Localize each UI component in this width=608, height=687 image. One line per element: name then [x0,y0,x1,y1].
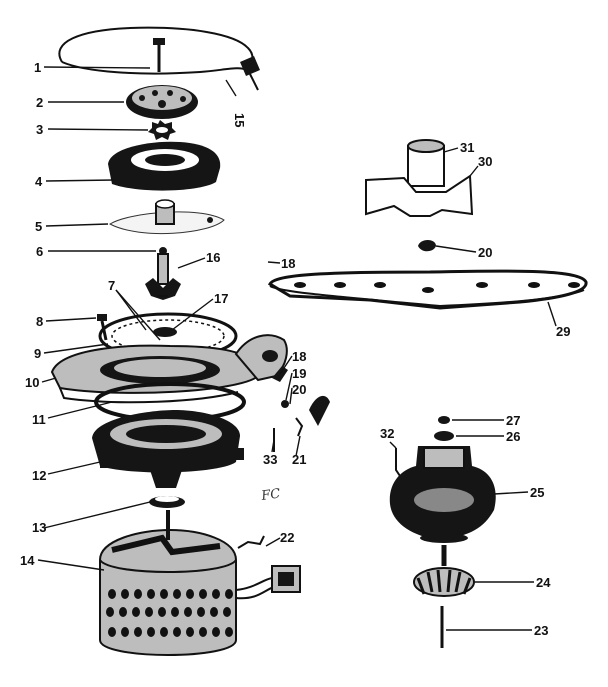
vent-hole [132,607,140,617]
vent-hole [119,607,127,617]
callout-31: 31 [460,140,474,155]
spray-cap [407,139,445,187]
part-callouts: 1 2 3 4 5 6 7 8 9 10 11 12 13 14 15 16 1… [20,60,570,638]
vent-hole [225,589,233,599]
callout-33: 33 [263,452,277,467]
vent-hole [184,607,192,617]
vent-hole [158,607,166,617]
spray-hole [528,282,540,288]
callout-13: 13 [32,520,46,535]
vent-hole [147,589,155,599]
vent-hole [160,627,168,637]
handwritten-mark: FC [259,486,281,504]
callout-3: 3 [36,122,43,137]
motor [99,510,237,656]
callout-22: 22 [280,530,294,545]
switch-parts [272,366,330,452]
wire-harness [58,26,260,91]
callout-27: 27 [506,413,520,428]
callout-1: 1 [34,60,41,75]
vent-hole [171,607,179,617]
spray-arm-holes [294,282,580,293]
callout-23: 23 [534,623,548,638]
spray-hole [374,282,386,288]
callout-5: 5 [35,219,42,234]
spray-hole [568,282,580,288]
vent-hole [173,627,181,637]
callout-2: 2 [36,95,43,110]
callout-16: 16 [206,250,220,265]
callout-12: 12 [32,468,46,483]
motor-seal [149,496,185,508]
washer-upper [438,416,450,424]
callout-32: 32 [380,426,394,441]
callout-15: 15 [232,113,247,127]
motor-mount [92,410,244,488]
vent-hole [225,627,233,637]
spray-arm-nut [418,240,436,252]
callout-9: 9 [34,346,41,361]
vent-hole [121,589,129,599]
pump-housing [50,334,288,404]
callout-17: 17 [214,291,228,306]
screw-top [153,38,165,72]
callout-8: 8 [36,314,43,329]
callout-18-arm: 18 [281,256,295,271]
vent-hole [134,589,142,599]
mounting-bolt [97,314,108,341]
callout-29: 29 [556,324,570,339]
vent-hole [108,627,116,637]
vent-hole [121,627,129,637]
vent-hole [173,589,181,599]
motor-lead-wires [235,535,301,600]
vent-hole [186,589,194,599]
callout-20-switch: 20 [292,382,306,397]
spray-hole [294,282,306,288]
pump-body [389,446,496,543]
vent-hole [223,607,231,617]
spray-hole [476,282,488,288]
callout-21: 21 [292,452,306,467]
spray-hole [334,282,346,288]
pump-plate [108,199,225,235]
vent-hole [210,607,218,617]
washer-lower [434,431,454,441]
lower-impeller [413,545,475,597]
callout-25: 25 [530,485,544,500]
spray-hole [422,287,434,293]
vent-hole [212,627,220,637]
impeller [126,85,198,119]
vent-hole [160,589,168,599]
callout-7: 7 [108,278,115,293]
spray-arm [268,269,588,310]
vent-hole [106,607,114,617]
callout-18-switch: 18 [292,349,306,364]
callout-24: 24 [536,575,551,590]
star-washer [148,120,176,140]
callout-10: 10 [25,375,39,390]
callout-11: 11 [32,412,46,427]
callout-26: 26 [506,429,520,444]
vent-hole [199,589,207,599]
vent-hole [147,627,155,637]
vent-hole [197,607,205,617]
vent-hole [145,607,153,617]
pump-cover [108,141,221,191]
callout-19: 19 [292,366,306,381]
callout-4: 4 [35,174,43,189]
callout-6: 6 [36,244,43,259]
vent-hole [212,589,220,599]
callout-30: 30 [478,154,492,169]
motor-vent-holes [106,589,233,637]
vent-hole [199,627,207,637]
vent-hole [108,589,116,599]
spray-hub [365,174,474,217]
vent-hole [186,627,194,637]
vent-hole [134,627,142,637]
callout-20-arm: 20 [478,245,492,260]
drive-shaft [145,253,181,300]
callout-14: 14 [20,553,35,568]
